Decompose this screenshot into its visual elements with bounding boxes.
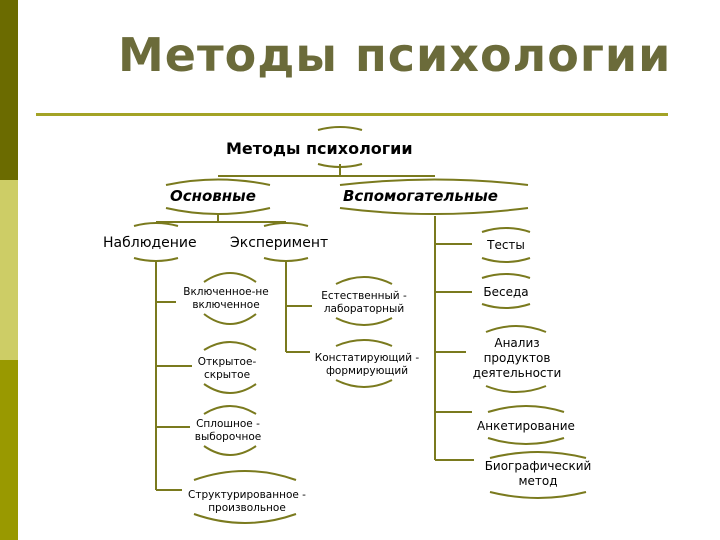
exp-type-2-line-2: формирующий bbox=[325, 365, 409, 377]
method-experiment-label: Эксперимент bbox=[230, 235, 329, 251]
arc-aux1-bottom bbox=[481, 257, 531, 263]
arc-obs1-top bbox=[203, 272, 257, 283]
arc-obs4-bottom bbox=[193, 513, 297, 524]
line-exp-branches bbox=[286, 305, 312, 353]
arc-aux5-bottom bbox=[489, 491, 587, 499]
obs-type-1: Включенное-не включенное bbox=[172, 286, 280, 312]
aux-method-2-line-1: Беседа bbox=[483, 285, 529, 299]
arc-aux3-top bbox=[485, 325, 547, 333]
obs-type-3-line-2: выборочное bbox=[194, 431, 262, 443]
aux-method-3-line-1: Анализ bbox=[494, 336, 540, 350]
arc-exp-bottom bbox=[263, 257, 309, 262]
obs-type-2-line-2: скрытое bbox=[203, 369, 251, 381]
arc-exp1-top bbox=[335, 276, 393, 285]
arc-obs3-bottom bbox=[203, 445, 257, 456]
arc-main-bottom bbox=[165, 207, 271, 215]
arc-exp2-top bbox=[335, 339, 393, 347]
sidebar-segment-mid bbox=[0, 360, 18, 540]
exp-type-2-line-1: Констатирующий - bbox=[314, 352, 420, 364]
arc-main-top bbox=[165, 178, 271, 186]
arc-obs1-bottom bbox=[203, 313, 257, 325]
arc-exp-top bbox=[263, 222, 309, 227]
aux-method-3: Анализ продуктов деятельности bbox=[462, 336, 572, 381]
arc-aux4-bottom bbox=[487, 437, 565, 445]
method-observation-label: Наблюдение bbox=[103, 235, 197, 251]
aux-method-3-line-3: деятельности bbox=[472, 366, 562, 380]
line-main-branch bbox=[156, 214, 286, 223]
obs-type-3: Сплошное - выборочное bbox=[178, 418, 278, 444]
arc-obs4-top bbox=[193, 470, 297, 481]
line-root-branch bbox=[218, 164, 435, 177]
sidebar-stripe bbox=[0, 0, 18, 540]
title-divider bbox=[36, 113, 668, 116]
aux-method-1: Тесты bbox=[462, 238, 550, 253]
diagram-root-label: Методы психологии bbox=[226, 139, 413, 158]
arc-aux1-top bbox=[481, 227, 531, 233]
obs-type-3-line-1: Сплошное - bbox=[196, 418, 260, 430]
aux-method-3-line-2: продуктов bbox=[483, 351, 551, 365]
obs-type-4-line-2: произвольное bbox=[208, 502, 286, 514]
slide-title: Методы психологии bbox=[118, 28, 672, 82]
arc-aux4-top bbox=[487, 405, 565, 413]
category-aux-label: Вспомогательные bbox=[343, 187, 498, 205]
arc-exp2-bottom bbox=[335, 379, 393, 388]
aux-method-4: Анкетирование bbox=[464, 419, 588, 434]
arc-obs2-bottom bbox=[203, 383, 257, 394]
line-aux-branches bbox=[435, 243, 474, 461]
exp-type-1: Естественный - лабораторный bbox=[312, 290, 416, 316]
obs-type-1-line-2: включенное bbox=[192, 299, 260, 311]
exp-type-1-line-1: Естественный - bbox=[321, 290, 407, 302]
line-obs-branches bbox=[156, 301, 192, 491]
exp-type-2: Констатирующий - формирующий bbox=[306, 352, 428, 378]
arc-obs-bottom bbox=[133, 257, 179, 262]
sidebar-segment-dark bbox=[0, 0, 18, 180]
aux-method-5-line-1: Биографический bbox=[484, 459, 592, 473]
obs-type-1-line-1: Включенное-не bbox=[183, 286, 269, 298]
arc-aux5-top bbox=[489, 451, 587, 459]
arc-aux2-top bbox=[481, 273, 531, 279]
arc-obs3-top bbox=[203, 405, 257, 415]
aux-method-5: Биографический метод bbox=[470, 459, 606, 489]
arc-aux2-bottom bbox=[481, 303, 531, 309]
arc-root-top bbox=[317, 126, 363, 131]
aux-method-2: Беседа bbox=[462, 285, 550, 300]
sidebar-segment-light bbox=[0, 180, 18, 360]
arc-aux-top bbox=[339, 178, 529, 186]
aux-method-1-line-1: Тесты bbox=[487, 238, 525, 252]
obs-type-4: Структурированное - произвольное bbox=[180, 489, 314, 515]
obs-type-2-line-1: Открытое- bbox=[197, 356, 257, 368]
arc-aux-bottom bbox=[339, 207, 529, 215]
exp-type-1-line-2: лабораторный bbox=[323, 303, 405, 315]
aux-method-4-line-1: Анкетирование bbox=[477, 419, 575, 433]
aux-method-5-line-2: метод bbox=[518, 474, 558, 488]
arc-aux3-bottom bbox=[485, 385, 547, 393]
arc-exp1-bottom bbox=[335, 317, 393, 326]
arc-obs-top bbox=[133, 222, 179, 227]
obs-type-4-line-1: Структурированное - bbox=[188, 489, 306, 501]
arc-obs2-top bbox=[203, 341, 257, 351]
category-main-label: Основные bbox=[170, 187, 256, 205]
obs-type-2: Открытое- скрытое bbox=[182, 356, 272, 382]
